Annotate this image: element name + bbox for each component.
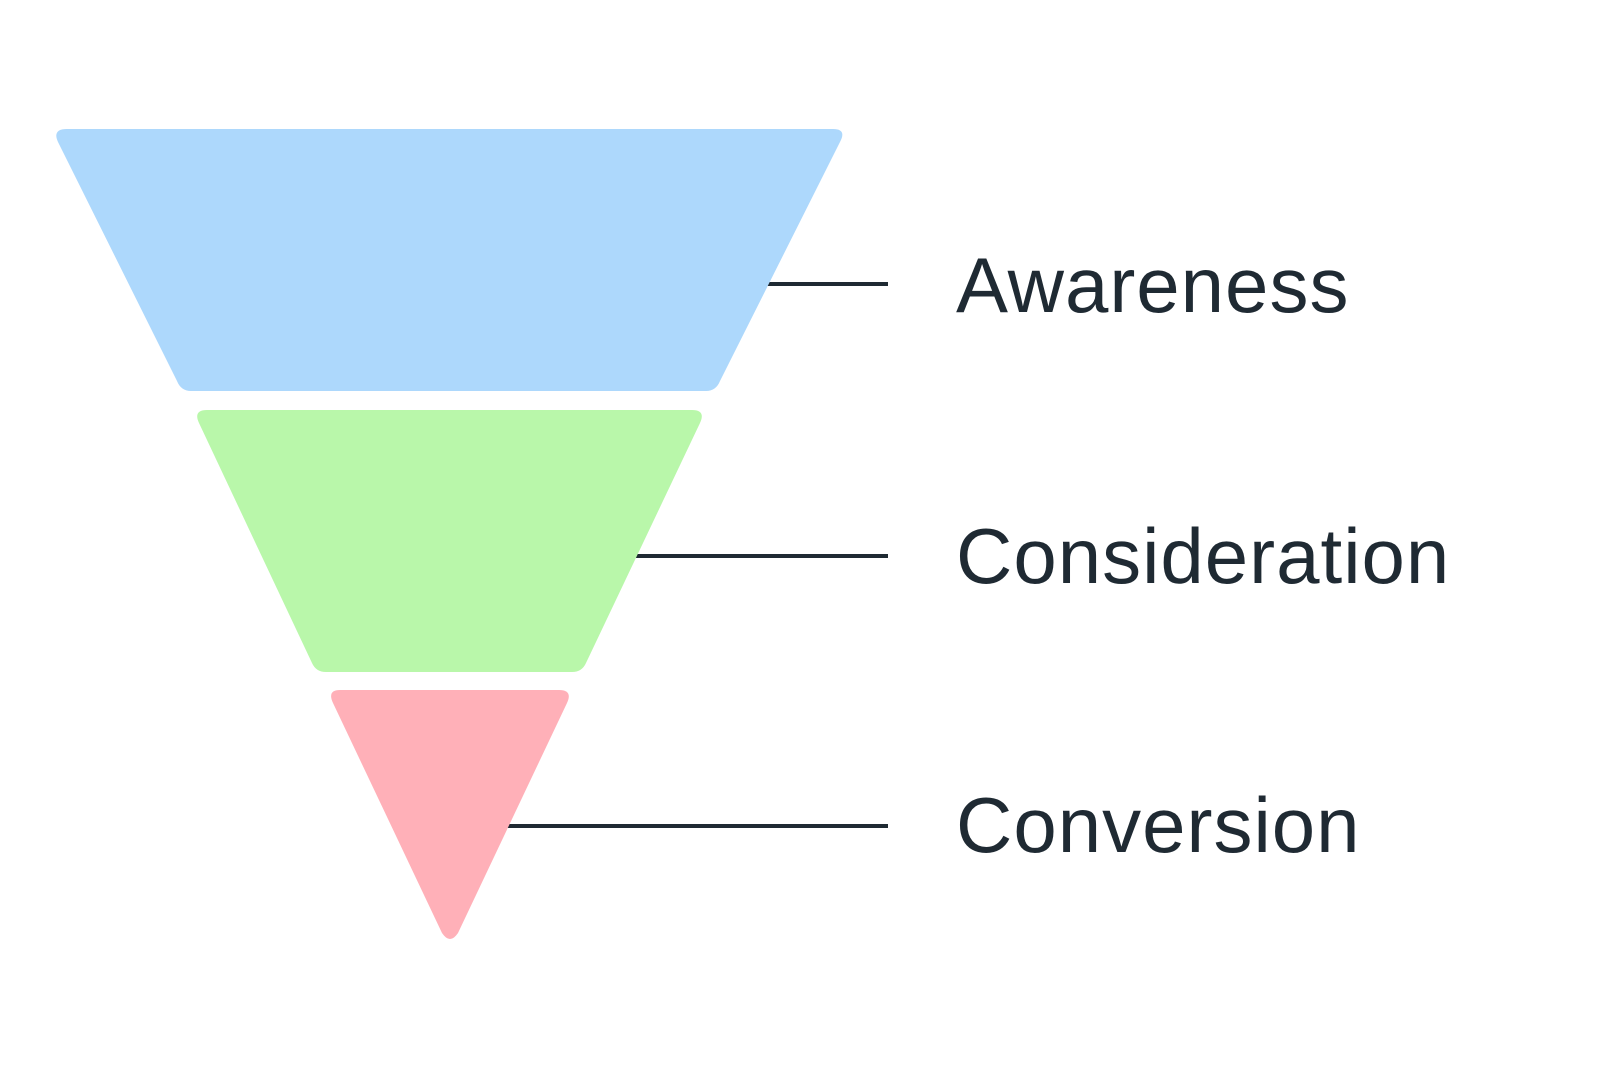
- funnel-segment-consideration: [197, 410, 702, 672]
- stage-label-conversion: Conversion: [956, 781, 1361, 869]
- funnel-segment-awareness: [56, 129, 843, 391]
- stage-label-consideration: Consideration: [956, 512, 1451, 600]
- funnel-segment-conversion: [331, 690, 569, 939]
- stage-label-awareness: Awareness: [956, 241, 1350, 329]
